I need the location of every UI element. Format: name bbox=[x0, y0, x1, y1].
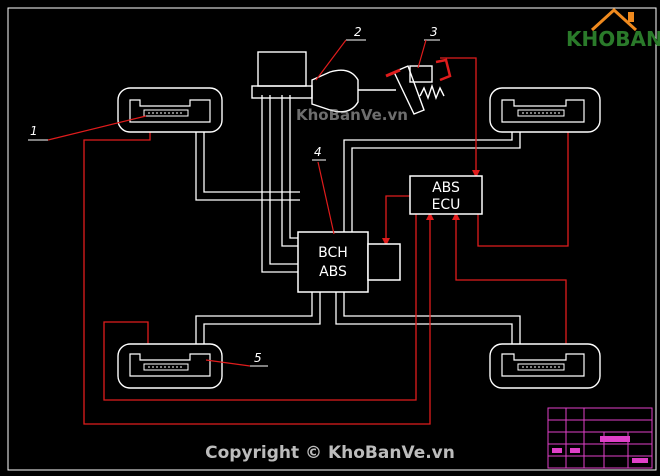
pedal-bracket bbox=[435, 58, 452, 82]
khobanve-logo: KHOBANVE bbox=[566, 7, 660, 51]
callouts: 1 2 3 4 5 bbox=[28, 25, 440, 367]
wheel-rear-left bbox=[117, 343, 223, 389]
pipe-mc-2-outer bbox=[281, 95, 300, 247]
bch-abs-box bbox=[297, 231, 369, 293]
leader-1 bbox=[47, 115, 147, 141]
bch-pump-motor bbox=[367, 243, 401, 281]
watermark: KhoBanVe.vn bbox=[296, 106, 408, 124]
callout-1: 1 bbox=[30, 124, 38, 138]
pipe-fr-inner bbox=[351, 118, 521, 232]
leader-4 bbox=[317, 161, 335, 235]
wire-fl-sensor bbox=[83, 118, 431, 425]
arrow-ecu-top bbox=[472, 170, 480, 178]
callout-4: 4 bbox=[314, 145, 322, 159]
pipe-fl-inner bbox=[203, 120, 300, 193]
abs-ecu-unit: ABS ECU bbox=[409, 175, 483, 215]
wheel-front-left bbox=[117, 87, 223, 133]
drawing-frame bbox=[7, 7, 657, 471]
wire-rl-sensor bbox=[103, 214, 417, 401]
pedal-pad bbox=[385, 68, 401, 78]
pipe-rl-outer bbox=[195, 292, 313, 352]
callout-2: 2 bbox=[354, 25, 362, 39]
wire-ecu-bch bbox=[385, 195, 410, 244]
wheel-front-right bbox=[489, 87, 601, 133]
pipe-mc-1-outer bbox=[261, 95, 300, 273]
bch-label-2: ABS bbox=[319, 264, 347, 280]
wire-fr-sensor bbox=[477, 118, 569, 247]
leader-3 bbox=[417, 39, 427, 69]
return-spring bbox=[419, 83, 445, 101]
master-cylinder bbox=[251, 51, 396, 113]
vacuum-booster bbox=[311, 69, 359, 113]
arrow-ecu-fl bbox=[426, 212, 434, 220]
pipe-fl-outer bbox=[195, 120, 300, 201]
bch-abs-unit: BCH ABS bbox=[297, 231, 401, 293]
pipe-fr-outer bbox=[343, 118, 513, 232]
ecu-label-2: ECU bbox=[432, 197, 461, 213]
pipe-mc-2-inner bbox=[289, 95, 300, 239]
pedal-lever bbox=[393, 65, 425, 115]
copyright-text: Copyright © KhoBanVe.vn bbox=[205, 443, 455, 463]
leader-2 bbox=[315, 39, 347, 81]
brake-pedal bbox=[385, 58, 452, 115]
abs-ecu-box bbox=[409, 175, 483, 215]
brake-pipes bbox=[195, 95, 521, 352]
wire-rr-sensor bbox=[455, 214, 567, 352]
pipe-rr-outer bbox=[335, 292, 513, 352]
title-block bbox=[547, 407, 653, 469]
fluid-reservoir bbox=[257, 51, 307, 87]
wire-pedal-switch bbox=[440, 57, 477, 176]
callout-5: 5 bbox=[254, 351, 262, 365]
leader-5 bbox=[205, 359, 251, 367]
sensor-wires bbox=[83, 57, 569, 425]
arrow-ecu-rr bbox=[452, 212, 460, 220]
bch-label-1: BCH bbox=[318, 245, 348, 261]
pipe-mc-1-inner bbox=[269, 95, 300, 265]
pedal-switch-box bbox=[409, 65, 433, 83]
wire-arrows bbox=[382, 170, 480, 246]
pipe-rl-inner bbox=[203, 292, 321, 352]
callout-3: 3 bbox=[430, 25, 438, 39]
pipe-rr-inner bbox=[343, 292, 521, 352]
wheel-rear-right bbox=[489, 343, 601, 389]
ecu-label-1: ABS bbox=[432, 180, 460, 196]
arrow-bch bbox=[382, 238, 390, 246]
logo-text: KHOBANVE bbox=[566, 27, 660, 51]
